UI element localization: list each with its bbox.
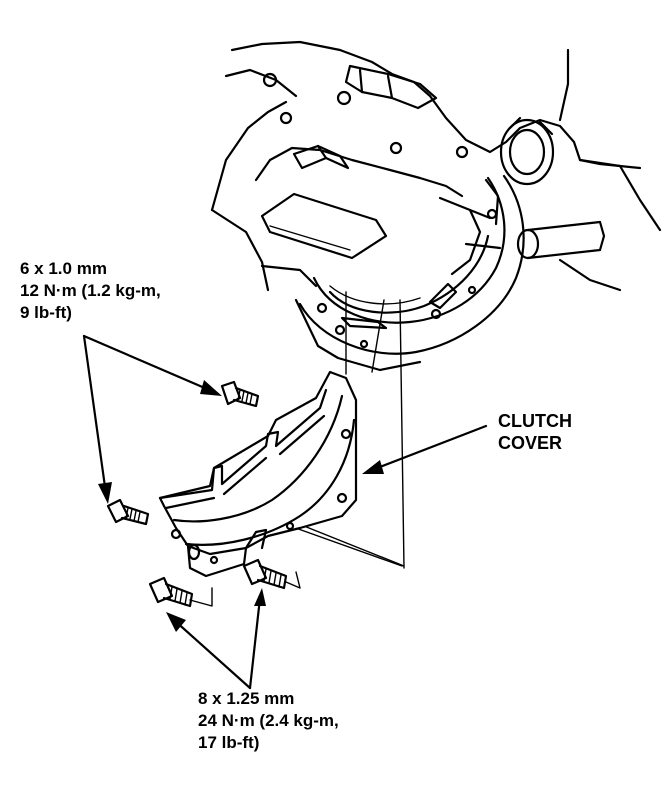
clutch-cover [158, 370, 358, 578]
bolt-large-right [242, 558, 301, 590]
bellhousing-flange [294, 174, 525, 372]
clutch-cover-label-line2: COVER [498, 433, 563, 453]
bolt-small-upper [220, 380, 260, 408]
small-bolt-torque: 12 N·m (1.2 kg-m, [20, 281, 161, 300]
bolt-large-left [148, 576, 213, 608]
large-bolt-torque: 24 N·m (2.4 kg-m, [198, 711, 339, 730]
small-bolt-callout: 6 x 1.0 mm 12 N·m (1.2 kg-m, 9 lb-ft) [20, 258, 161, 324]
small-bolt-torque-cont: 9 lb-ft) [20, 303, 72, 322]
transmission-housing [210, 40, 662, 292]
clutch-cover-callout: CLUTCH COVER [498, 410, 572, 454]
large-bolt-torque-cont: 17 lb-ft) [198, 733, 260, 752]
leader-arrows [82, 334, 488, 690]
small-bolt-size: 6 x 1.0 mm [20, 259, 107, 278]
large-bolt-size: 8 x 1.25 mm [198, 689, 295, 708]
large-bolt-callout: 8 x 1.25 mm 24 N·m (2.4 kg-m, 17 lb-ft) [198, 688, 339, 754]
clutch-cover-label-line1: CLUTCH [498, 411, 572, 431]
bolt-small-lower [106, 498, 150, 526]
